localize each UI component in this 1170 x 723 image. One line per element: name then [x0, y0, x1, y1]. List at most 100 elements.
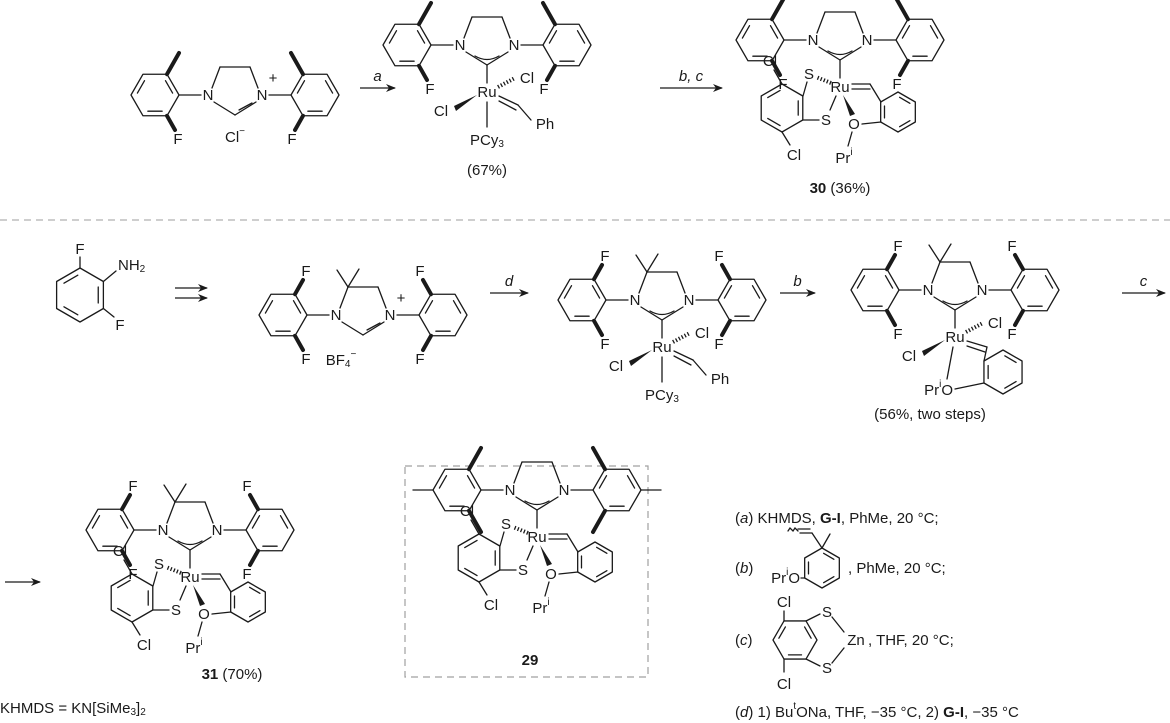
bond: [501, 16, 511, 39]
ring-double-bond: [117, 607, 131, 617]
fluorine-label-part: F: [539, 81, 548, 98]
nitrogen-label: N: [212, 522, 223, 539]
double-bond: [498, 95, 519, 106]
bond: [954, 382, 985, 390]
phosphine-label: PCy3: [470, 132, 504, 150]
nitrogen-label: N: [455, 37, 466, 54]
compound-label-part: 30: [810, 180, 827, 197]
ruthenium-label-part: Ru: [945, 329, 964, 346]
ring-double-bond: [438, 475, 448, 489]
chloride-label: Cl: [113, 543, 127, 560]
chloride-label: Cl: [777, 594, 791, 611]
condition-label-part: b: [740, 560, 748, 577]
bond: [946, 346, 954, 380]
bond: [339, 286, 349, 309]
nitrogen-label-part: N: [455, 37, 466, 54]
delocalized-bond: [649, 310, 675, 316]
reagent-label: b: [793, 273, 801, 290]
nitrogen-label: N: [203, 87, 214, 104]
nitrogen-label-part: N: [257, 87, 268, 104]
wavy-bond: [787, 526, 799, 533]
nitrogen-label: N: [559, 482, 570, 499]
condition-text-part: t: [793, 701, 796, 712]
benzene-ring: [542, 23, 592, 67]
sulfur-label-part: S: [501, 516, 511, 533]
reagent-label-part: a: [373, 68, 381, 85]
ring-double-bond: [822, 576, 835, 584]
fluorine-label: F: [714, 248, 723, 265]
chloride-label-part: Cl: [113, 543, 127, 560]
phosphine-label: PCy3: [645, 387, 679, 405]
phosphine-label-part: 3: [498, 139, 504, 150]
condition-text: , PhMe, 20 °C;: [848, 560, 946, 577]
bond: [592, 263, 604, 282]
ruthenium-label: Ru: [830, 79, 849, 96]
ruthenium-label-part: Ru: [477, 84, 496, 101]
condition-text-part: , −35 °C: [964, 704, 1019, 721]
fluorine-label-part: F: [128, 478, 137, 495]
zinc-label: Zn: [847, 632, 865, 649]
chloride-label: Cl: [787, 147, 801, 164]
reagent-label: b, c: [679, 68, 704, 85]
wedge-bond: [193, 585, 205, 606]
ring-double-bond: [1004, 355, 1017, 364]
abbreviation-note-part: 2: [140, 707, 146, 718]
reagent-label: d: [505, 273, 514, 290]
bond: [954, 296, 977, 311]
methyl-bond: [894, 0, 910, 22]
arrow-step-d: d: [490, 273, 529, 297]
ring-double-bond: [452, 300, 462, 314]
nitrogen-label-part: N: [684, 292, 695, 309]
benzene-ring: [258, 293, 308, 337]
isopropyl-label: Pri: [185, 637, 202, 657]
bond: [805, 658, 821, 667]
abbreviation-note-part: ]: [136, 700, 140, 717]
double-bond: [966, 345, 986, 353]
abbreviation-note: KHMDS = KN[SiMe3]2: [0, 700, 146, 718]
ruthenium-label: Ru: [652, 339, 671, 356]
reagent-label: c: [1140, 273, 1148, 290]
benzene-ring: [804, 547, 840, 589]
fluorine-label-part: F: [600, 336, 609, 353]
chloride-label-part: Cl: [484, 597, 498, 614]
oxygen-label: O: [198, 606, 210, 623]
bond: [421, 278, 433, 297]
methyl-bond: [174, 483, 187, 503]
hashed-bond: [672, 331, 691, 344]
methyl-bond: [646, 253, 659, 273]
methyl-bond: [591, 508, 607, 534]
bond: [839, 46, 862, 61]
fluorine-label-part: F: [242, 566, 251, 583]
sulfur-label: S: [154, 556, 164, 573]
bond: [513, 461, 523, 484]
bond: [638, 271, 648, 294]
sulfur-label: S: [518, 562, 528, 579]
delocalized-bond: [942, 300, 968, 306]
footnote: KHMDS = KN[SiMe3]2: [0, 700, 146, 718]
methyl-bond: [417, 1, 433, 27]
nitrogen-label-part: N: [808, 32, 819, 49]
compound-label: 30 (36%): [810, 180, 871, 197]
bond: [640, 306, 663, 321]
isopropoxy-label: PriO: [924, 379, 953, 399]
nitrogen-label-part: N: [559, 482, 570, 499]
nitrogen-label-part: N: [158, 522, 169, 539]
bond: [478, 581, 488, 596]
wedge-bond: [454, 95, 477, 111]
fluorine-label-part: F: [1007, 238, 1016, 255]
bond: [204, 501, 214, 524]
bond: [465, 51, 488, 66]
ring-double-bond: [778, 626, 787, 639]
ring-double-bond: [1044, 275, 1054, 289]
ring-double-bond: [803, 626, 812, 639]
sulfur-label: S: [501, 516, 511, 533]
ring-double-bond: [91, 515, 101, 529]
bond: [219, 573, 232, 593]
fluorine-label: F: [242, 566, 251, 583]
fluorine-label-part: F: [242, 478, 251, 495]
ruthenium-label: Ru: [180, 569, 199, 586]
bond: [898, 58, 910, 77]
